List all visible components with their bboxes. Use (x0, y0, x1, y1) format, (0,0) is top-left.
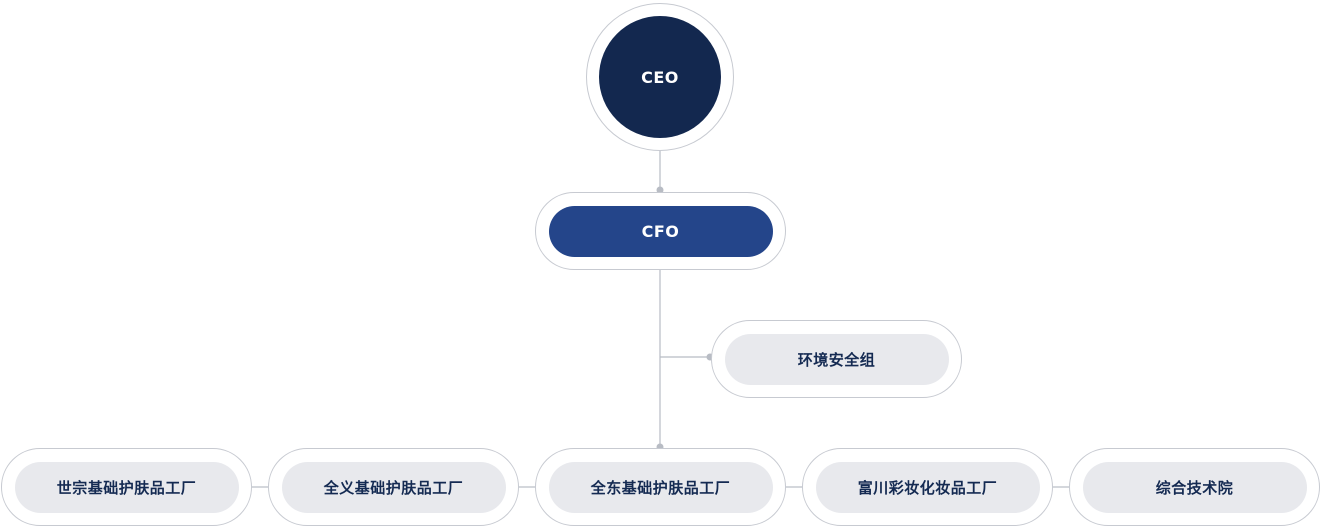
factory-node: 全义基础护肤品工厂 (268, 448, 519, 526)
factory-label: 综合技术院 (1082, 461, 1307, 513)
factory-label: 全义基础护肤品工厂 (281, 461, 506, 513)
cfo-label: CFO (548, 205, 773, 257)
factory-label: 世宗基础护肤品工厂 (14, 461, 239, 513)
cfo-node: CFO (535, 192, 786, 270)
factory-label: 全东基础护肤品工厂 (548, 461, 773, 513)
factory-node: 世宗基础护肤品工厂 (1, 448, 252, 526)
factory-label: 富川彩妆化妆品工厂 (815, 461, 1040, 513)
department-node: 环境安全组 (711, 320, 962, 398)
factory-node: 综合技术院 (1069, 448, 1320, 526)
ceo-node: CEO (586, 3, 734, 151)
factory-node: 富川彩妆化妆品工厂 (802, 448, 1053, 526)
factory-node: 全东基础护肤品工厂 (535, 448, 786, 526)
department-label: 环境安全组 (724, 333, 949, 385)
ceo-label: CEO (599, 16, 721, 138)
connector-dot-cfo (656, 186, 664, 194)
